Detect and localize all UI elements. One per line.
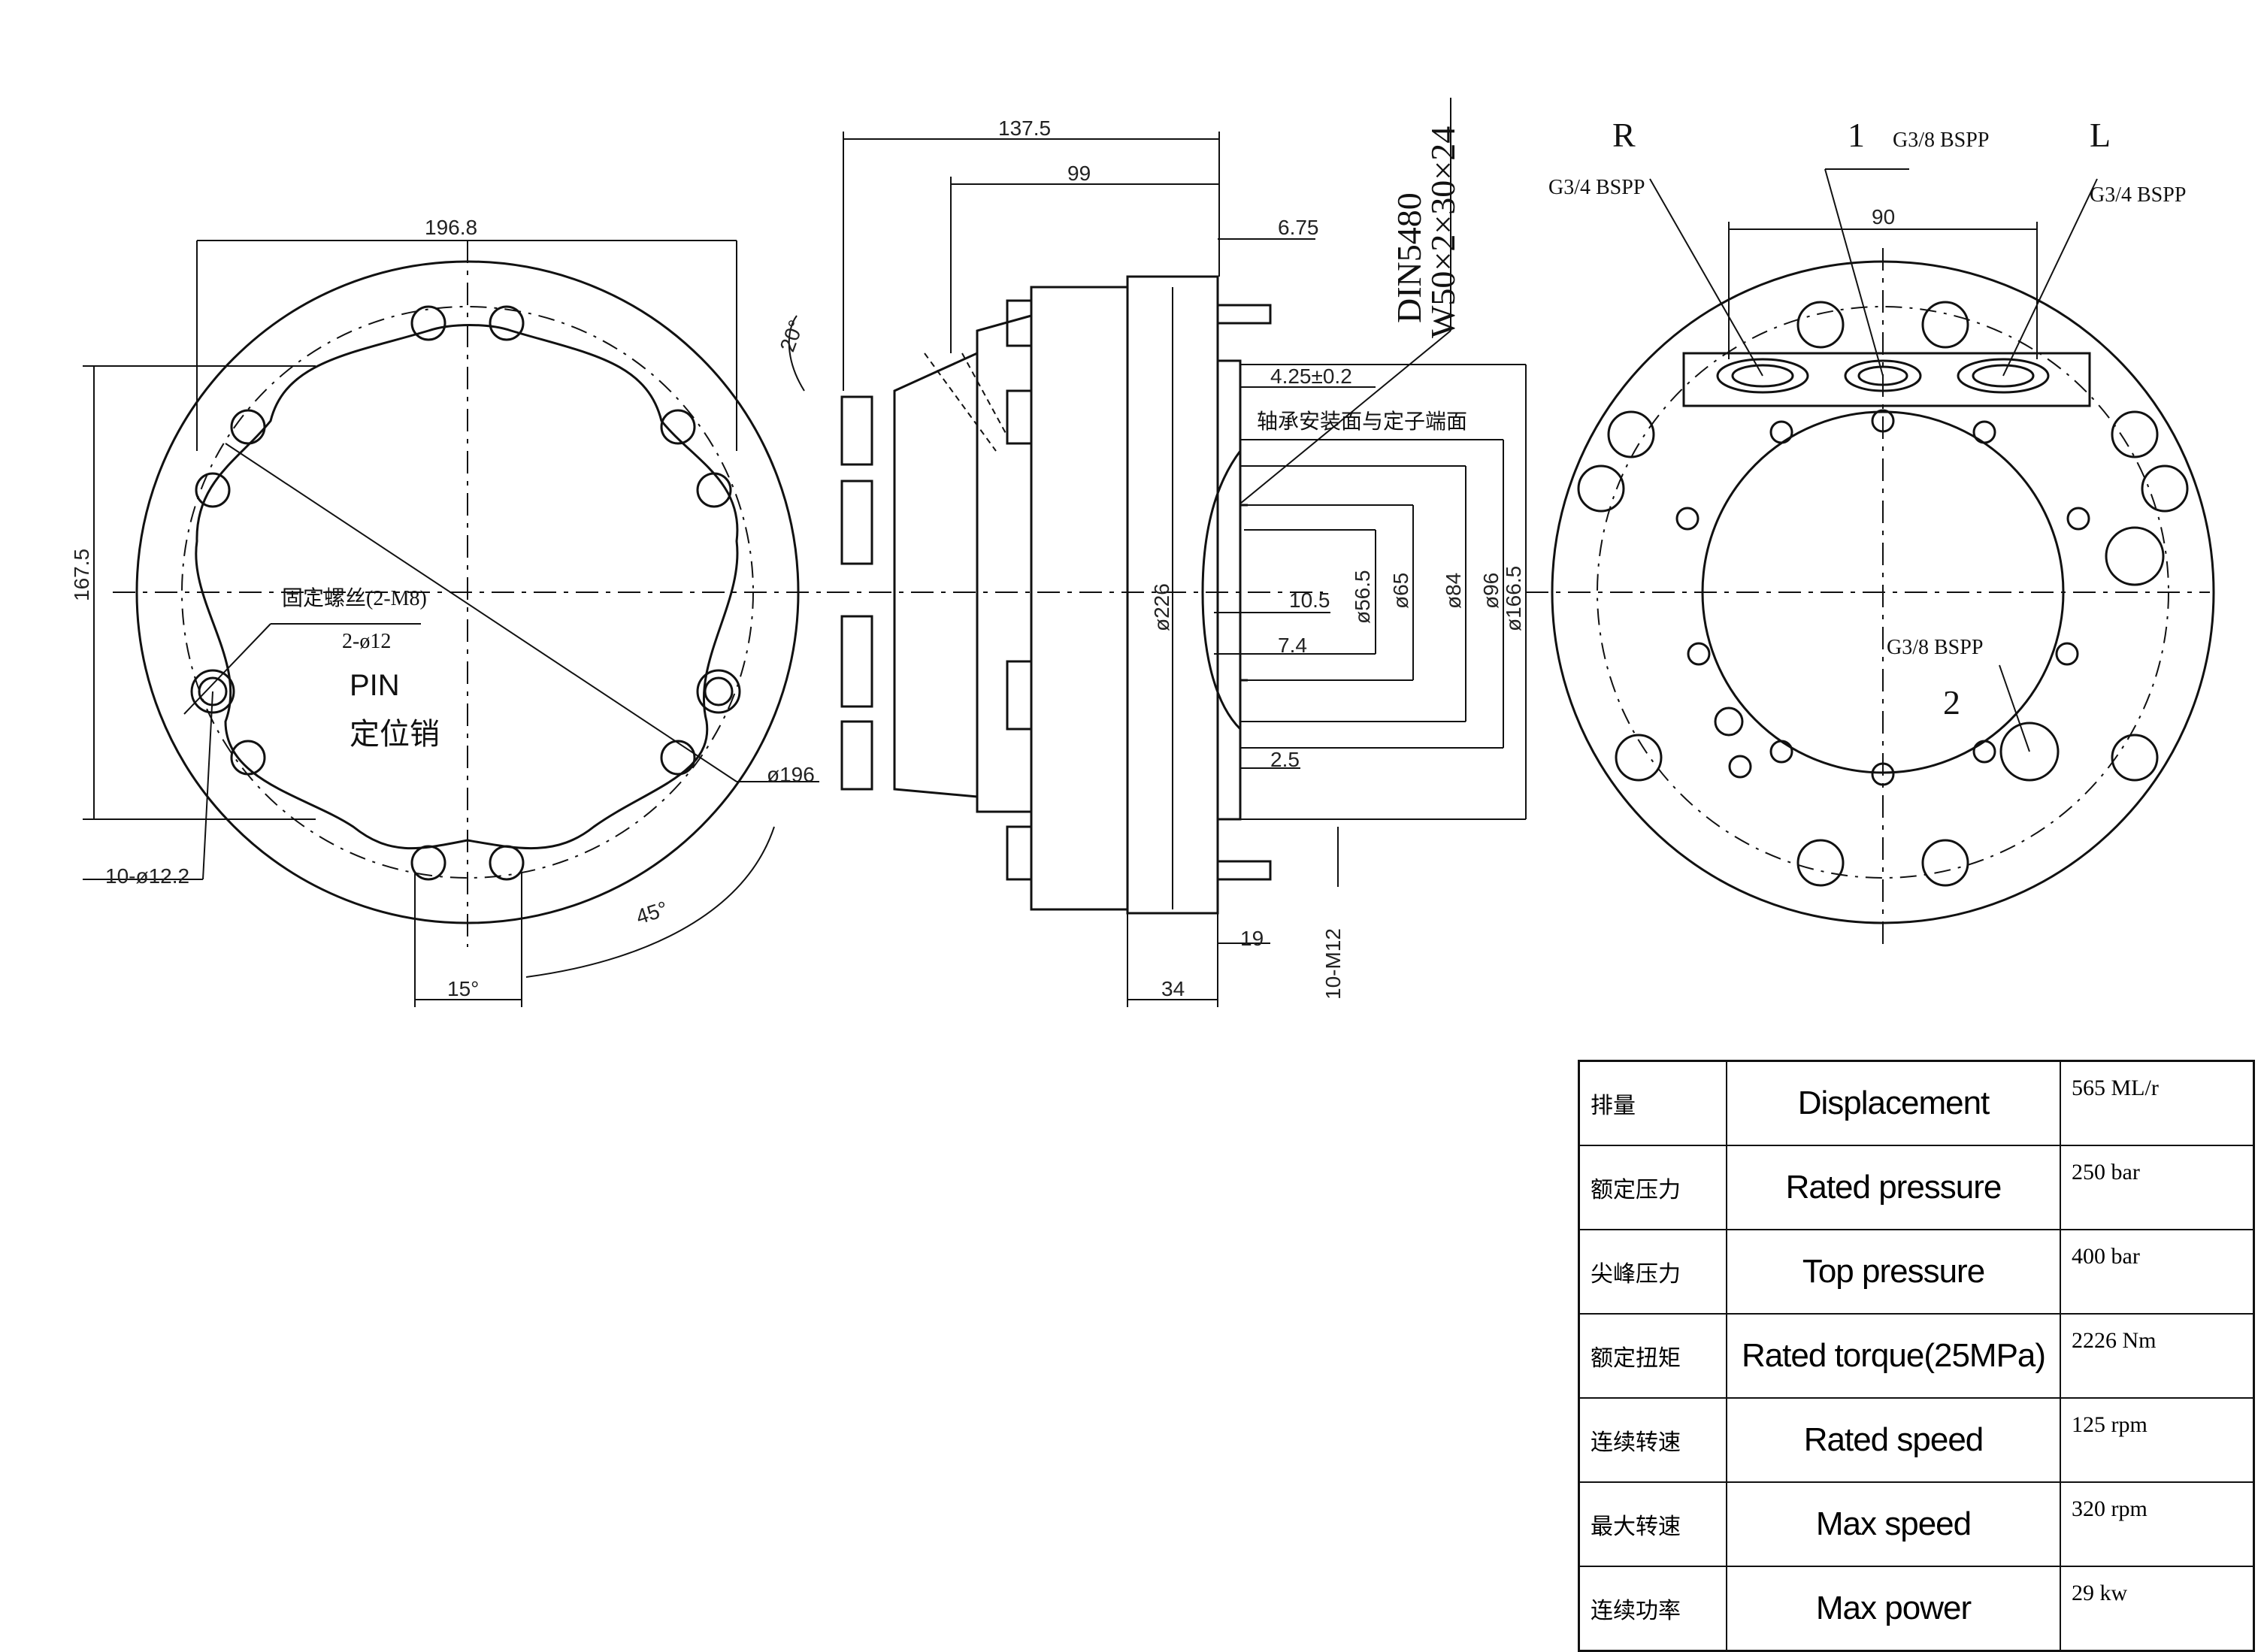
spec-row-max-power: 连续功率 Max power 29 kw — [1578, 1566, 2255, 1652]
spec-value: 2226 Nm — [2060, 1313, 2255, 1399]
pin-label-zh: 定位销 — [350, 718, 440, 751]
dia-84: ø84 — [1442, 573, 1465, 609]
port-r-label: R — [1612, 116, 1636, 154]
side-port-hidden — [924, 352, 997, 452]
spec-value: 400 bar — [2060, 1229, 2255, 1315]
dim-19: 19 — [1240, 927, 1264, 950]
spec-zh: 尖峰压力 — [1578, 1229, 1727, 1315]
spec-value: 29 kw — [2060, 1566, 2255, 1652]
front-five-lobe-profile — [195, 324, 739, 850]
rear-centerlines — [1526, 248, 2210, 947]
rear-bolts — [1577, 301, 2189, 887]
spec-row-max-speed: 最大转速 Max speed 320 rpm — [1578, 1481, 2255, 1567]
front-view-geometry — [83, 240, 827, 1007]
bearing-note: 轴承安装面与定子端面 — [1257, 410, 1467, 434]
port-r-thread: G3/4 BSPP — [1548, 176, 1645, 199]
spec-zh: 额定扭矩 — [1578, 1313, 1727, 1399]
port-2-label: 2 — [1943, 683, 1960, 722]
dim-4-25: 4.25±0.2 — [1270, 365, 1352, 388]
spec-value: 125 rpm — [2060, 1397, 2255, 1483]
front-dim-width: 196.8 — [425, 216, 477, 239]
spec-en: Rated pressure — [1726, 1145, 2061, 1230]
dim-34: 34 — [1161, 977, 1185, 1000]
spec-zh: 排量 — [1578, 1060, 1727, 1146]
front-mounting-holes — [190, 305, 741, 881]
angle-15-label: 15° — [447, 977, 479, 1000]
spec-en: Max speed — [1726, 1481, 2061, 1567]
spec-zh: 最大转速 — [1578, 1481, 1727, 1567]
spec-en: Rated speed — [1726, 1397, 2061, 1483]
side-view-labels: 137.5 99 6.75 20° DIN5480 W50×2×30×24 4.… — [776, 116, 1525, 1000]
pin-holes-note: 2-ø12 — [342, 630, 391, 653]
angle-45-label: 45° — [633, 897, 670, 929]
spec-row-rated-speed: 连续转速 Rated speed 125 rpm — [1578, 1397, 2255, 1483]
spec-row-top-pressure: 尖峰压力 Top pressure 400 bar — [1578, 1229, 2255, 1315]
side-studs — [1216, 304, 1272, 881]
dim-10-5: 10.5 — [1289, 588, 1330, 612]
angle-20-label: 20° — [776, 317, 809, 355]
spec-en: Max power — [1726, 1566, 2061, 1652]
dim-90: 90 — [1872, 205, 1895, 228]
technical-drawing: 196.8 167.5 固定螺丝(2-M8) 2-ø12 PIN 定位销 ø19… — [70, 98, 2215, 1007]
rear-port-r — [1716, 358, 1809, 394]
front-dim-height: 167.5 — [70, 549, 93, 601]
side-housing-body — [1030, 286, 1129, 911]
front-dimension-lines — [83, 240, 819, 1007]
dim-7-4: 7.4 — [1278, 634, 1307, 657]
spec-en: Displacement — [1726, 1060, 2061, 1146]
dia-226: ø226 — [1150, 583, 1173, 631]
side-view-geometry — [788, 98, 1527, 1007]
dia-96: ø96 — [1479, 573, 1503, 609]
side-end-plate — [893, 352, 978, 798]
dim-6-75: 6.75 — [1278, 216, 1319, 239]
thread-10-m12: 10-M12 — [1321, 928, 1345, 1000]
spec-value: 320 rpm — [2060, 1481, 2255, 1567]
spec-value: 565 ML/r — [2060, 1060, 2255, 1146]
dia-65: ø65 — [1389, 573, 1412, 609]
dim-137-5: 137.5 — [998, 116, 1051, 140]
side-bolt-heads — [840, 299, 1033, 881]
port-1-thread: G3/8 BSPP — [1893, 129, 1989, 152]
spec-zh: 额定压力 — [1578, 1145, 1727, 1230]
port-l-label: L — [2090, 116, 2111, 154]
side-rear-cover — [976, 314, 1032, 813]
dia-56-5: ø56.5 — [1351, 570, 1374, 624]
dia-166-5: ø166.5 — [1502, 566, 1525, 631]
spec-row-rated-pressure: 额定压力 Rated pressure 250 bar — [1578, 1145, 2255, 1230]
rear-view-labels: R 1 L G3/8 BSPP G3/4 BSPP G3/4 BSPP 90 G… — [1548, 116, 2186, 722]
side-shaft-flange — [1218, 359, 1242, 821]
rear-port-l — [1957, 358, 2050, 394]
side-seal-section — [1201, 447, 1242, 732]
rear-view-geometry — [1526, 168, 2215, 947]
front-centerlines — [113, 241, 827, 947]
fix-screw-note: 固定螺丝(2-M8) — [282, 586, 427, 610]
rear-port-block — [1682, 352, 2091, 407]
front-view-labels: 196.8 167.5 固定螺丝(2-M8) 2-ø12 PIN 定位销 ø19… — [70, 216, 815, 1000]
spec-en: Rated torque(25MPa) — [1726, 1313, 2061, 1399]
port-1-label: 1 — [1848, 116, 1865, 154]
spline-std: DIN5480 — [1390, 192, 1428, 323]
pin-label-en: PIN — [350, 669, 400, 702]
spec-zh: 连续转速 — [1578, 1397, 1727, 1483]
spec-row-displacement: 排量 Displacement 565 ML/r — [1578, 1060, 2255, 1146]
spec-zh: 连续功率 — [1578, 1566, 1727, 1652]
spec-table: 排量 Displacement 565 ML/r 额定压力 Rated pres… — [1578, 1060, 2255, 1652]
spec-en: Top pressure — [1726, 1229, 2061, 1315]
rear-leader-lines — [1649, 168, 2098, 752]
dim-99: 99 — [1067, 162, 1091, 185]
dim-2-5: 2.5 — [1270, 748, 1300, 771]
port-l-thread: G3/4 BSPP — [2090, 183, 2186, 207]
spec-value: 250 bar — [2060, 1145, 2255, 1230]
port-2-thread: G3/8 BSPP — [1887, 636, 1983, 659]
mount-holes-note: 10-ø12.2 — [105, 864, 189, 888]
spline-spec: W50×2×30×24 — [1424, 126, 1462, 338]
bolt-circle-dim: ø196 — [767, 763, 815, 786]
front-leader-diag — [225, 443, 737, 782]
spec-row-rated-torque: 额定扭矩 Rated torque(25MPa) 2226 Nm — [1578, 1313, 2255, 1399]
